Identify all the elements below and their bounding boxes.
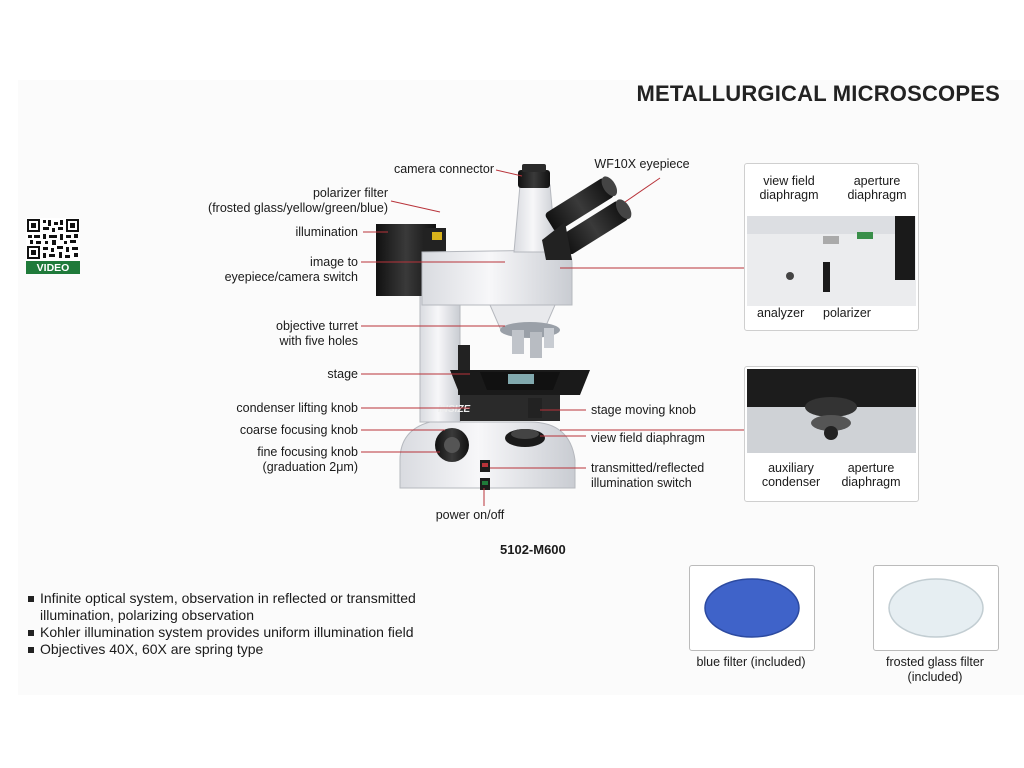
label-aux-condenser-2: condenser <box>761 475 821 489</box>
model-number: 5102-M600 <box>500 542 566 557</box>
brand-logo: INSIZE <box>438 404 471 415</box>
feature-list: Infinite optical system, observation in … <box>28 590 416 658</box>
label-coarse-knob: coarse focusing knob <box>239 423 358 437</box>
blue-filter-label: blue filter (included) <box>696 655 806 669</box>
qr-code-icon[interactable]: VIDEO <box>26 218 80 274</box>
label-fine-knob: fine focusing knob <box>257 445 358 459</box>
label-polarizer-filter: polarizer filter <box>312 186 388 200</box>
label-image-switch-1: image to <box>310 255 358 269</box>
qr-badge-label: VIDEO <box>37 262 70 274</box>
label-trans-reflect-1: transmitted/reflected <box>591 461 705 475</box>
label-turret-1: objective turret <box>276 319 358 333</box>
label-turret-2: with five holes <box>279 334 358 348</box>
label-analyzer: analyzer <box>757 306 805 320</box>
label-inset-aperture-1: aperture <box>853 174 901 188</box>
label-inset-aperture-2: diaphragm <box>847 188 907 202</box>
label-image-switch-2: eyepiece/camera switch <box>224 270 358 284</box>
label-fine-knob-sub: (graduation 2μm) <box>262 460 358 474</box>
microscope-image: INSIZE <box>376 164 632 490</box>
label-condenser-knob: condenser lifting knob <box>236 401 358 415</box>
label-power: power on/off <box>435 508 505 522</box>
label-trans-reflect-2: illumination switch <box>591 476 692 490</box>
label-inset-aperture-b-2: diaphragm <box>841 475 901 489</box>
feature-item: Kohler illumination system provides unif… <box>28 624 416 641</box>
feature-item: Objectives 40X, 60X are spring type <box>28 641 416 658</box>
frosted-filter-image <box>873 565 999 651</box>
label-camera-connector: camera connector <box>393 162 494 176</box>
frosted-filter-label-2: (included) <box>907 670 963 684</box>
label-view-field: view field diaphragm <box>591 431 705 445</box>
label-stage: stage <box>327 367 358 381</box>
label-illumination: illumination <box>295 225 358 239</box>
label-aux-condenser-1: auxiliary <box>768 461 814 475</box>
page-title: METALLURGICAL MICROSCOPES <box>636 81 1000 106</box>
label-inset-view-field-1: view field <box>763 174 815 188</box>
label-stage-moving: stage moving knob <box>591 403 696 417</box>
inset-bottom-panel: auxiliary condenser aperture diaphragm <box>744 366 919 502</box>
feature-item: Infinite optical system, observation in … <box>28 590 416 624</box>
label-polarizer: polarizer <box>823 306 871 320</box>
inset-top-panel: view field diaphragm aperture diaphragm … <box>744 163 919 331</box>
label-eyepiece: WF10X eyepiece <box>594 157 690 171</box>
label-inset-view-field-2: diaphragm <box>759 188 819 202</box>
frosted-filter-label-1: frosted glass filter <box>886 655 984 669</box>
label-inset-aperture-b-1: aperture <box>847 461 895 475</box>
label-polarizer-filter-sub: (frosted glass/yellow/green/blue) <box>208 201 388 215</box>
blue-filter-image <box>689 565 815 651</box>
